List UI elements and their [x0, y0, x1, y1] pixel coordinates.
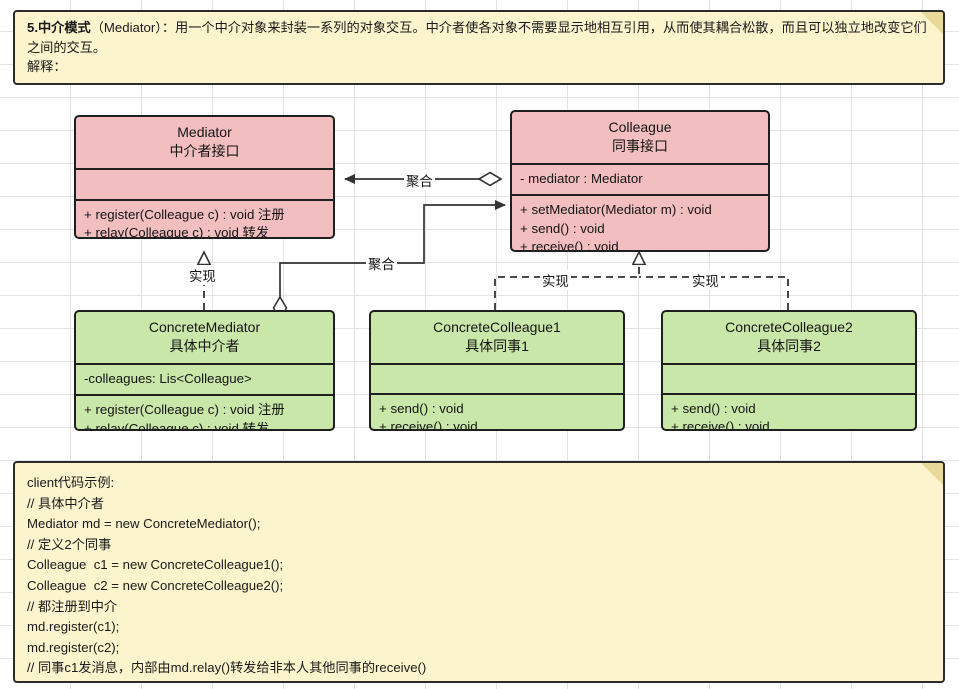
- class-name-colleague: Colleague: [608, 119, 672, 135]
- edge-label-realize-colleague1: 实现: [540, 270, 571, 290]
- note-description: 5.中介模式（Mediator）：用一个中介对象来封装一系列的对象交互。中介者使…: [13, 10, 945, 85]
- class-name-concrete-colleague2: ConcreteColleague2: [725, 319, 853, 335]
- class-attributes-concrete-colleague1: [371, 365, 623, 393]
- class-operations-concrete-colleague1: + send() : void + receive() : void: [371, 395, 623, 431]
- class-operation: + receive() : void: [671, 419, 770, 431]
- class-operation: + relay(Colleague c) : void 转发: [84, 420, 270, 431]
- class-operation: + send() : void: [379, 401, 464, 416]
- note-fold-corner: [921, 463, 943, 485]
- class-operations-mediator: + register(Colleague c) : void 注册 + rela…: [76, 201, 333, 239]
- class-attributes-concrete-colleague2: [663, 365, 915, 393]
- class-attributes-concrete-mediator: -colleagues: Lis<Colleague>: [76, 365, 333, 394]
- edge-label-realize-concretemediator: 实现: [187, 265, 218, 285]
- class-subtitle-concrete-mediator: 具体中介者: [169, 338, 240, 354]
- class-name-concrete-colleague1: ConcreteColleague1: [433, 319, 561, 335]
- edge-label-aggregation-top: 聚合: [404, 170, 435, 190]
- class-attribute: - mediator : Mediator: [520, 171, 643, 186]
- class-box-concrete-colleague1[interactable]: ConcreteColleague1 具体同事1 + send() : void…: [369, 310, 625, 431]
- class-attribute: -colleagues: Lis<Colleague>: [84, 371, 252, 386]
- class-divider: [76, 363, 333, 365]
- class-divider: [512, 163, 768, 165]
- class-operation: + register(Colleague c) : void 注册: [84, 402, 285, 418]
- class-operations-concrete-mediator: + register(Colleague c) : void 注册 + rela…: [76, 396, 333, 431]
- class-box-mediator[interactable]: Mediator 中介者接口 + register(Colleague c) :…: [74, 115, 335, 239]
- class-operation: + register(Colleague c) : void 注册: [84, 207, 285, 222]
- class-divider: [663, 393, 915, 395]
- class-attributes-colleague: - mediator : Mediator: [512, 165, 768, 194]
- class-box-concrete-colleague2[interactable]: ConcreteColleague2 具体同事2 + send() : void…: [661, 310, 917, 431]
- class-operation: + setMediator(Mediator m) : void: [520, 202, 712, 218]
- class-operation: + send() : void: [520, 220, 605, 236]
- class-title-colleague: Colleague 同事接口: [512, 112, 768, 163]
- class-operation: + receive() : void: [520, 238, 619, 252]
- edge-label-aggregation-bottom: 聚合: [366, 253, 397, 273]
- class-subtitle-colleague: 同事接口: [612, 138, 668, 154]
- class-operations-colleague: + setMediator(Mediator m) : void + send(…: [512, 196, 768, 252]
- class-title-concrete-colleague2: ConcreteColleague2 具体同事2: [663, 312, 915, 363]
- class-attributes-mediator: [76, 170, 333, 199]
- note-client-code-text: client代码示例: // 具体中介者 Mediator md = new C…: [27, 475, 427, 681]
- class-box-concrete-mediator[interactable]: ConcreteMediator 具体中介者 -colleagues: Lis<…: [74, 310, 335, 431]
- class-operations-concrete-colleague2: + send() : void + receive() : void: [663, 395, 915, 431]
- class-divider: [663, 363, 915, 365]
- note-description-text: 5.中介模式（Mediator）：用一个中介对象来封装一系列的对象交互。中介者使…: [27, 20, 927, 74]
- note-client-code: client代码示例: // 具体中介者 Mediator md = new C…: [13, 461, 945, 683]
- class-title-concrete-colleague1: ConcreteColleague1 具体同事1: [371, 312, 623, 363]
- class-divider: [76, 168, 333, 170]
- class-title-mediator: Mediator 中介者接口: [76, 117, 333, 168]
- class-name-mediator: Mediator: [177, 124, 232, 140]
- class-subtitle-concrete-colleague2: 具体同事2: [757, 338, 821, 354]
- edge-label-realize-colleague2: 实现: [690, 270, 721, 290]
- class-subtitle-mediator: 中介者接口: [169, 143, 240, 159]
- class-operation: + send() : void: [671, 401, 756, 416]
- class-divider: [512, 194, 768, 197]
- class-divider: [371, 393, 623, 395]
- class-title-concrete-mediator: ConcreteMediator 具体中介者: [76, 312, 333, 363]
- class-box-colleague[interactable]: Colleague 同事接口 - mediator : Mediator + s…: [510, 110, 770, 252]
- class-divider: [76, 394, 333, 397]
- class-operation: + receive() : void: [379, 419, 478, 431]
- class-subtitle-concrete-colleague1: 具体同事1: [465, 338, 529, 354]
- note-fold-corner: [921, 12, 943, 34]
- class-divider: [371, 363, 623, 365]
- class-operation: + relay(Colleague c) : void 转发: [84, 225, 270, 239]
- class-divider: [76, 199, 333, 201]
- class-name-concrete-mediator: ConcreteMediator: [148, 319, 261, 335]
